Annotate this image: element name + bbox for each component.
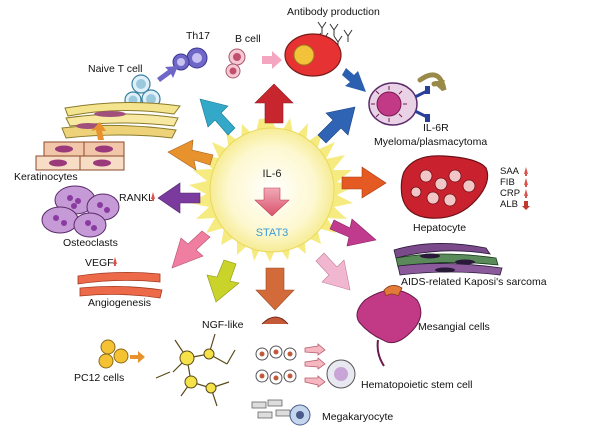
th17-cells <box>172 47 208 71</box>
mesangial-cells <box>356 285 422 367</box>
label-naive-t-cell: Naive T cell <box>88 63 142 75</box>
arrow-up-red <box>254 83 294 124</box>
b-cells <box>225 48 246 79</box>
arrow-naive-to-th17 <box>157 66 178 82</box>
label-megakaryocyte: Megakaryocyte <box>322 411 393 423</box>
label-myeloma: Myeloma/plasmacytoma <box>374 136 487 148</box>
center-title: IL-6 <box>263 168 282 180</box>
label-aids-kaposi: AIDS-related Kaposi's sarcoma <box>401 276 547 288</box>
hepatocyte-liver <box>400 155 489 219</box>
label-mesangial: Mesangial cells <box>418 321 490 333</box>
arrow-right-magenta <box>329 218 377 247</box>
pc12-neurons <box>155 333 236 407</box>
arrow-right-orange <box>341 166 387 199</box>
label-rankl: RANKL <box>119 192 154 204</box>
center-down-arrow <box>254 187 290 217</box>
label-hematopoietic: Hematopoietic stem cell <box>361 379 472 391</box>
myeloma-cell <box>368 72 447 126</box>
arrow-down-brown <box>255 267 295 311</box>
arrow-down-right-lightpink <box>315 252 351 291</box>
angiogenesis-vessels <box>77 272 163 299</box>
up-arrow-icon-vegf <box>113 257 117 266</box>
arrow-pc12-to-ngf <box>130 351 145 363</box>
label-b-cell: B cell <box>235 33 261 45</box>
arrow-up-left-teal <box>199 98 236 136</box>
label-pc12: PC12 cells <box>74 372 124 384</box>
label-ngf-like: NGF-like <box>202 319 244 331</box>
naive-t-cells <box>124 74 161 109</box>
osteoclasts <box>41 185 120 238</box>
label-fib: FIB <box>500 177 515 188</box>
label-saa: SAA <box>500 166 520 177</box>
label-angiogenesis: Angiogenesis <box>88 297 151 309</box>
pc12-cells <box>98 339 129 369</box>
label-osteoclasts: Osteoclasts <box>63 237 118 249</box>
arrow-down-left-pink <box>171 230 211 269</box>
kaposi-sarcoma-cells <box>393 243 503 276</box>
label-alb: ALB <box>500 199 518 210</box>
label-keratinocytes: Keratinocytes <box>14 171 78 183</box>
label-th17: Th17 <box>186 30 210 42</box>
arrow-left-orange <box>167 139 214 171</box>
down-arrow-icon-alb <box>522 201 530 210</box>
arrow-up-right-blue <box>317 106 356 144</box>
hsc-progenitor-cells <box>251 316 356 426</box>
label-crp: CRP <box>500 188 520 199</box>
up-arrow-icons <box>524 167 528 198</box>
label-vegf: VEGF <box>85 257 114 269</box>
center-subtitle: STAT3 <box>256 227 289 239</box>
plasma-cell <box>284 33 342 77</box>
arrow-bcell-to-plasma <box>262 51 282 69</box>
label-il6r: IL-6R <box>423 122 449 134</box>
up-arrow-icon-rankl <box>151 192 155 201</box>
arrow-down-left-yellowgreen <box>206 259 240 303</box>
central-sun: IL-6 STAT3 <box>189 118 355 262</box>
keratinocytes <box>35 101 181 171</box>
label-hepatocyte: Hepatocyte <box>413 222 466 234</box>
arrow-left-purple <box>157 182 201 214</box>
arrow-keratinocyte-up <box>91 122 106 140</box>
label-antibody-production: Antibody production <box>287 6 380 18</box>
arrow-plasma-to-myeloma <box>342 68 366 92</box>
